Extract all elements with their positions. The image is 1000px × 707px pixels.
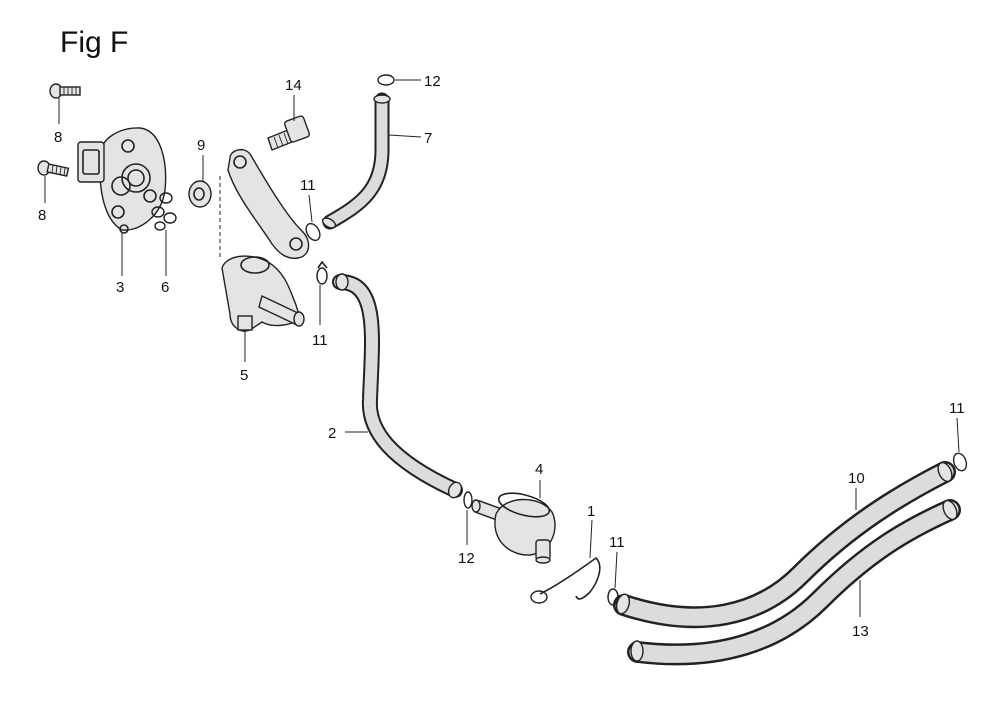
callout-5: 5: [240, 367, 248, 384]
callout-3: 3: [116, 279, 124, 296]
callout-8-lower: 8: [38, 207, 46, 224]
mounting-bracket: [219, 148, 310, 260]
part-7-upper-hose: [321, 92, 391, 230]
leader-lines: [44, 79, 960, 617]
part-8-screw-lower: [37, 160, 70, 177]
part-11-clamp-filter: [607, 588, 619, 606]
part-2-main-hose: [332, 273, 463, 499]
part-5-valve-assembly: [221, 255, 305, 332]
callout-11-upper: 11: [300, 177, 316, 194]
part-1-clip: [530, 556, 601, 604]
callout-7: 7: [424, 130, 432, 147]
callout-labels: 12 7 14 9 8 8 3 6 11 11 5 2 4 1 11 12 11…: [38, 73, 965, 640]
callout-11-right: 11: [949, 400, 965, 417]
part-9-nut: [188, 180, 212, 208]
part-11-clamp-upper: [305, 222, 321, 242]
part-13-lower-hose: [627, 499, 961, 666]
part-3-fuel-pump: [77, 127, 167, 234]
part-12-clamp-top: [377, 74, 395, 86]
callout-2: 2: [328, 425, 336, 442]
part-11-clamp-right: [952, 452, 968, 472]
callout-11-middle: 11: [312, 332, 328, 349]
part-10-hose: [613, 461, 956, 629]
callout-1: 1: [587, 503, 595, 520]
callout-8-upper: 8: [54, 129, 62, 146]
callout-9: 9: [197, 137, 205, 154]
callout-14: 14: [285, 77, 302, 94]
callout-11-filter: 11: [609, 534, 625, 551]
callout-10: 10: [848, 470, 865, 487]
part-8-screw-upper: [49, 83, 81, 99]
callout-12-lower: 12: [458, 550, 475, 567]
callout-12-top: 12: [424, 73, 441, 90]
callout-13: 13: [852, 623, 869, 640]
callout-4: 4: [535, 461, 543, 478]
part-12-clamp-lower: [463, 491, 473, 509]
part-11-clamp-middle: [316, 260, 328, 285]
figure-title: Fig F: [60, 26, 128, 59]
part-14-bolt: [267, 115, 311, 151]
part-4-fuel-filter: [471, 492, 556, 564]
callout-6: 6: [161, 279, 169, 296]
part-6-gasket: [151, 192, 177, 231]
